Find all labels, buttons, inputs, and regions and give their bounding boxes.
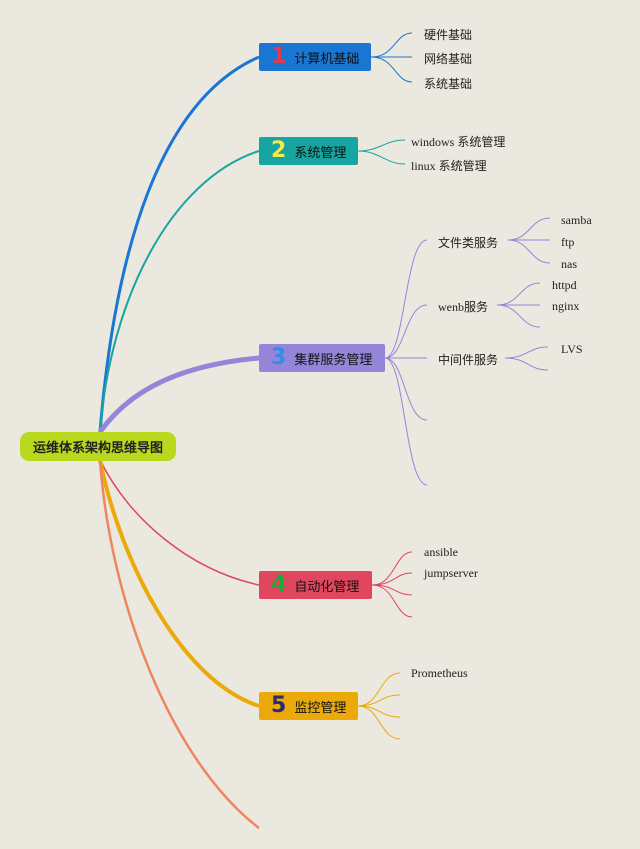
link-b2-leaf (357, 150, 406, 165)
link-b3-sub (384, 357, 428, 486)
link-b2-leaf (357, 139, 406, 152)
branch-node-5: 5 监控管理 (259, 692, 358, 720)
branch-number: 3 (271, 345, 287, 370)
link-sub1-leaf (507, 217, 551, 241)
link-sub1-leaf (507, 239, 551, 264)
leaf-node: linux 系统管理 (411, 159, 487, 173)
link-b4-leaf (371, 584, 413, 618)
branch-number: 5 (271, 693, 287, 718)
root-node: 运维体系架构思维导图 (20, 432, 176, 461)
link-b4-leaf (371, 551, 413, 586)
branch-number: 4 (271, 572, 287, 597)
link-b3-sub (384, 239, 428, 359)
link-b4-leaf (371, 572, 413, 586)
link-b1-leaf (370, 56, 413, 83)
link-b5-leaf (357, 705, 401, 740)
leaf-node: ftp (561, 235, 575, 249)
leaf-node: samba (561, 213, 592, 227)
leaf-node: httpd (552, 278, 577, 292)
branch-label: 集群服务管理 (294, 352, 373, 368)
link-b1-leaf (370, 32, 413, 58)
leaf-node: ansible (424, 545, 458, 559)
leaf-node: 硬件基础 (424, 28, 473, 42)
branch-label: 系统管理 (294, 145, 347, 161)
leaf-node: LVS (561, 342, 583, 356)
link-root-b4 (99, 459, 260, 586)
sub-branch-node: 中间件服务 (438, 353, 499, 367)
branch-label: 监控管理 (294, 700, 347, 716)
leaf-node: 网络基础 (424, 52, 473, 66)
leaf-node: 系统基础 (424, 77, 473, 91)
sub-branch-node: wenb服务 (438, 300, 488, 314)
branch-number: 1 (271, 44, 287, 69)
link-b5-leaf (357, 705, 401, 718)
link-b4-leaf (371, 584, 413, 596)
link-root-b2 (99, 150, 260, 433)
leaf-node: nas (561, 257, 577, 271)
leaf-node: jumpserver (424, 566, 478, 580)
link-b3-sub (384, 357, 428, 421)
branch-node-4: 4 自动化管理 (259, 571, 372, 599)
link-sub2-leaf (496, 282, 541, 306)
link-root-b5 (98, 459, 260, 708)
link-b5-leaf (357, 672, 401, 707)
link-sub3-leaf (504, 357, 549, 371)
link-root-b1 (98, 55, 260, 433)
link-root-b3 (97, 355, 260, 434)
link-sub3-leaf (504, 346, 549, 359)
leaf-node: Prometheus (411, 666, 468, 680)
branch-node-3: 3 集群服务管理 (259, 344, 385, 372)
leaf-node: nginx (552, 299, 580, 313)
branch-node-1: 1 计算机基础 (259, 43, 371, 71)
branch-node-2: 2 系统管理 (259, 137, 358, 165)
sub-branch-node: 文件类服务 (438, 236, 499, 250)
branch-label: 自动化管理 (294, 579, 360, 595)
leaf-node: windows 系统管理 (411, 135, 506, 149)
link-b3-sub (384, 304, 428, 359)
link-sub2-leaf (496, 304, 541, 328)
link-root-extra (98, 459, 260, 829)
link-b5-leaf (357, 694, 401, 707)
branch-label: 计算机基础 (294, 51, 360, 67)
branch-number: 2 (271, 138, 287, 163)
